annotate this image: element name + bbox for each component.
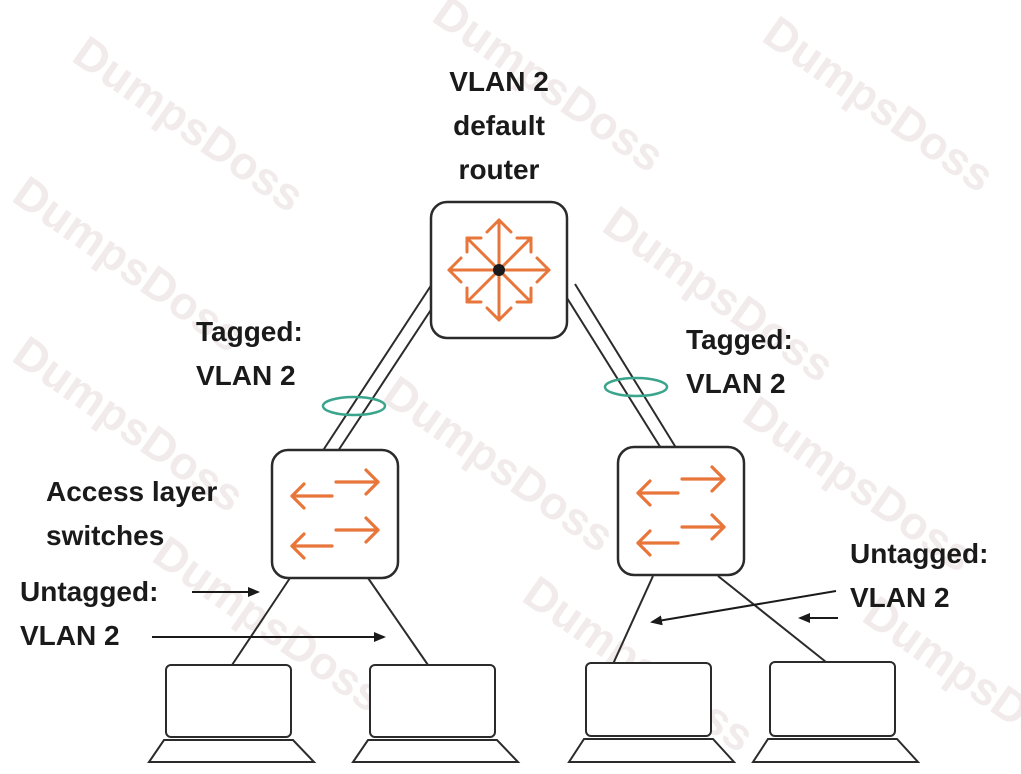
svg-text:DumpsDoss: DumpsDoss: [64, 26, 314, 223]
trunk-link-right: [561, 283, 679, 454]
laptop-icon: [567, 662, 737, 763]
svg-text:DumpsDoss: DumpsDoss: [374, 366, 624, 563]
untagged-label-line: Untagged:: [850, 538, 989, 569]
tagged-label-line: Tagged:: [686, 324, 793, 355]
lag-ring-right: [603, 376, 669, 398]
untagged-label-line: Untagged:: [20, 576, 159, 607]
tagged-label-left: Tagged: VLAN 2: [196, 310, 303, 398]
router-icon: [429, 200, 569, 340]
access-links: [231, 575, 827, 666]
trunk-link-left: [321, 283, 445, 455]
untagged-label-line: VLAN 2: [20, 620, 120, 651]
tagged-label-line: VLAN 2: [196, 360, 296, 391]
access-switch-right: [616, 445, 746, 577]
router-label-line: default: [453, 110, 545, 141]
router-label-line: VLAN 2: [449, 66, 549, 97]
lag-ring-left: [321, 395, 387, 417]
access-switches-label: Access layer switches: [46, 470, 217, 558]
laptop-icon: [751, 661, 921, 763]
tagged-label-line: VLAN 2: [686, 368, 786, 399]
laptop-icon: [351, 664, 521, 763]
access-switch-left: [270, 448, 400, 580]
router-label-line: router: [458, 154, 540, 185]
untagged-label-left: Untagged: VLAN 2: [20, 570, 158, 658]
pointer-arrows: [152, 587, 838, 642]
access-switches-label-line: switches: [46, 520, 165, 551]
tagged-label-line: Tagged:: [196, 316, 303, 347]
access-switches-label-line: Access layer: [46, 476, 218, 507]
tagged-label-right: Tagged: VLAN 2: [686, 318, 793, 406]
untagged-label-right: Untagged: VLAN 2: [850, 532, 988, 620]
svg-text:DumpsDoss: DumpsDoss: [754, 6, 1004, 203]
router-label: VLAN 2 default router: [424, 60, 574, 192]
untagged-label-line: VLAN 2: [850, 582, 950, 613]
laptop-icon: [147, 664, 317, 763]
